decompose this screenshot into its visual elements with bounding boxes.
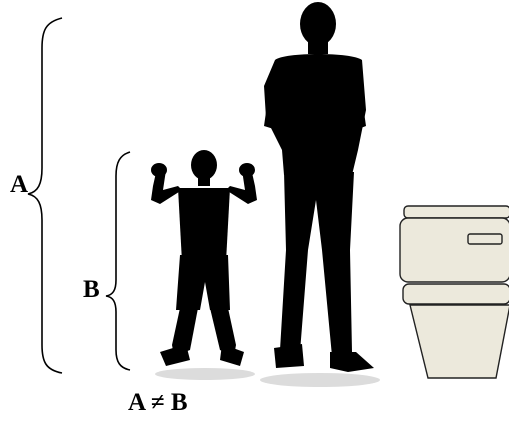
man-silhouette — [264, 2, 374, 372]
child-shadow — [155, 368, 255, 380]
man-shadow — [260, 373, 380, 387]
trash-bin-icon — [400, 206, 509, 378]
brace-a — [28, 18, 62, 373]
brace-b — [106, 152, 130, 370]
label-a: A — [10, 171, 28, 199]
label-b: B — [83, 276, 100, 304]
inequality-label: A ≠ B — [128, 389, 188, 417]
child-silhouette — [151, 150, 257, 366]
